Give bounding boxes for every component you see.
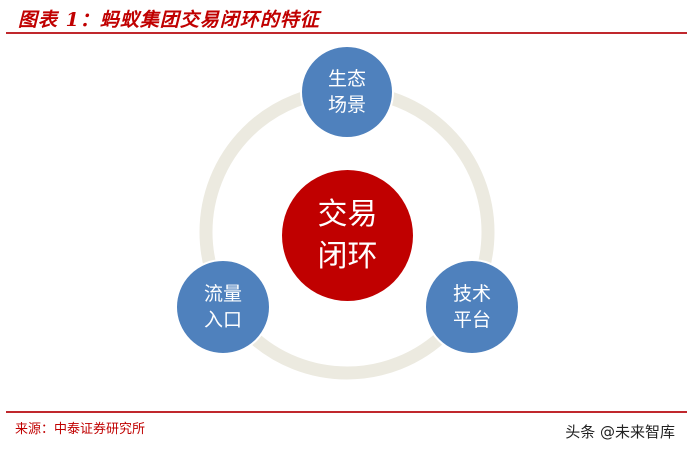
footer-divider	[6, 411, 687, 413]
node-left-line2: 入口	[203, 309, 242, 331]
center-node-line2: 闭环	[317, 238, 378, 274]
node-top-line2: 场景	[327, 94, 366, 116]
figure-title: 图表 1：蚂蚁集团交易闭环的特征	[18, 9, 320, 31]
node-right-line1: 技术	[452, 283, 491, 305]
node-right-line2: 平台	[452, 309, 491, 331]
node-traffic-entry: 流量 入口	[175, 259, 271, 355]
node-left-line1: 流量	[203, 283, 242, 305]
header-divider	[6, 32, 687, 34]
node-top-line1: 生态	[327, 68, 366, 90]
watermark: 头条 @未来智库	[565, 423, 675, 441]
source-note: 来源：中泰证券研究所	[15, 422, 146, 437]
node-tech-platform: 技术 平台	[424, 259, 520, 355]
center-node-line1: 交易	[317, 196, 378, 232]
node-ecosystem-scenario: 生态 场景	[300, 45, 394, 139]
center-node-trade-loop: 交易 闭环	[282, 170, 413, 301]
